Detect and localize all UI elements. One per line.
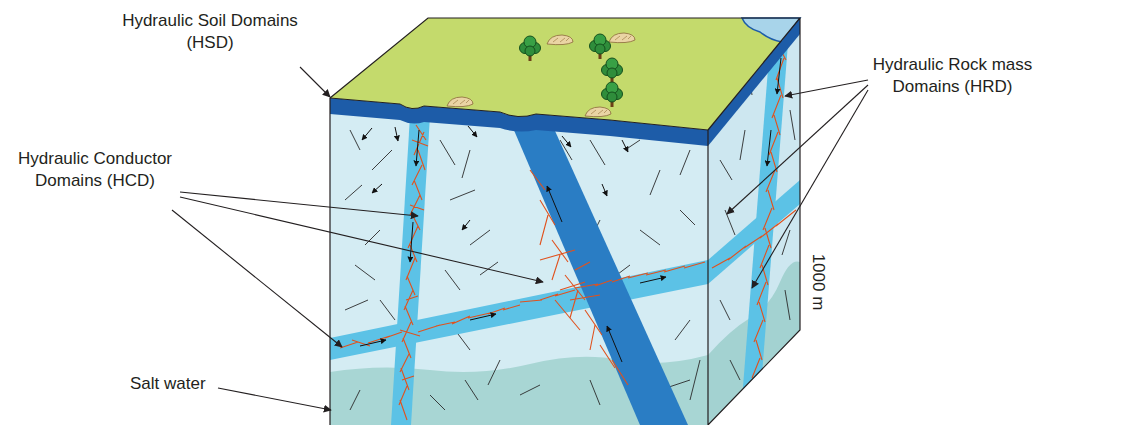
flow-arrow [410,222,413,262]
outcrop [609,33,635,43]
callout-label: Hydraulic Rock mass Domains (HRD) [860,54,1045,98]
lake [742,18,800,42]
leader-line [218,388,331,410]
leader-line [180,192,418,216]
flow-arrow [395,127,398,141]
leader-lines [172,67,868,410]
flow-arrow [767,130,771,166]
outcrop [447,97,473,107]
conductor-band [501,100,688,425]
flow-arrow [372,184,382,193]
leader-line [172,210,342,347]
flow-arrow [470,314,496,320]
leader-line [727,85,868,214]
callout-label: Hydraulic Soil Domains (HSD) [115,10,305,54]
flow-arrow [562,136,571,147]
dimension-label: 1000 m [807,254,829,311]
flow-arrow [362,128,372,140]
callout-label: Hydraulic Conductor Domains (HCD) [5,148,185,192]
flow-arrow [468,126,477,137]
flow-arrow [462,220,470,230]
flow-arrow [360,340,386,346]
tree [602,58,623,83]
flow-arrow [607,326,622,362]
outcrop [547,35,573,45]
tree [602,82,623,107]
flow-arrows [360,58,781,362]
callout-label: Salt water [130,373,206,395]
leader-line [300,67,330,97]
conductor-bands-front [330,100,708,425]
outcrop [585,107,611,117]
conductor-band [391,100,431,425]
leader-line [785,80,868,96]
flow-arrow [622,140,628,152]
flow-arrow [602,184,607,196]
front-rock-face [330,98,708,425]
flow-arrow [777,58,781,94]
flow-arrow [547,186,562,222]
conductor-fractures [340,125,705,420]
tree [520,36,541,61]
ground-surface [330,18,800,130]
flow-arrow [416,130,419,166]
tree [590,34,611,59]
block-outline [330,98,708,130]
flow-arrow [640,277,666,283]
block-outline [330,18,800,425]
leader-line [180,197,543,282]
